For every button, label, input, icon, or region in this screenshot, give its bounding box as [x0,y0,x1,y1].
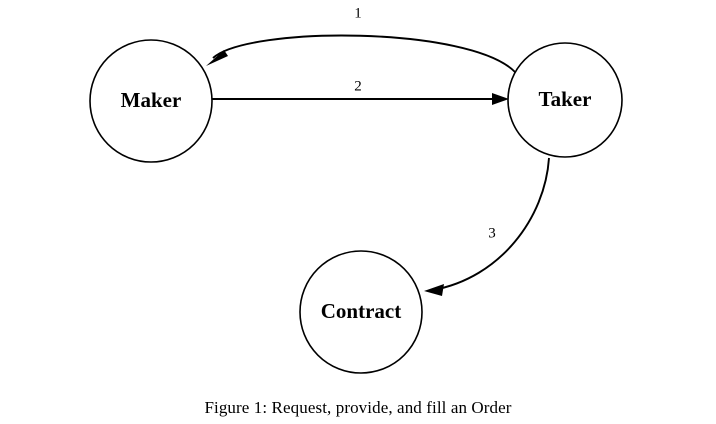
node-taker-label: Taker [539,87,592,111]
node-maker[interactable]: Maker [89,39,213,163]
edge-2-arrowhead [492,93,509,105]
figure-caption: Figure 1: Request, provide, and fill an … [204,398,512,417]
node-taker[interactable]: Taker [507,42,623,158]
edge-3-arrowhead [424,284,444,296]
edge-3-label: 3 [488,225,496,241]
node-contract[interactable]: Contract [299,250,423,374]
edge-3-path [432,157,550,291]
edge-1-path [212,34,516,73]
edge-1-arrowhead [206,50,228,66]
edge-2-group: 2 [212,78,509,105]
edge-1-group: 1 [206,5,516,73]
node-contract-circle[interactable] [299,250,423,374]
edge-1-label: 1 [354,5,362,21]
edge-3-group: 3 [424,157,550,296]
node-maker-circle[interactable] [89,39,213,163]
node-taker-circle[interactable] [507,42,623,158]
node-contract-label: Contract [321,299,401,323]
node-maker-label: Maker [121,88,182,112]
edge-2-label: 2 [354,78,362,94]
